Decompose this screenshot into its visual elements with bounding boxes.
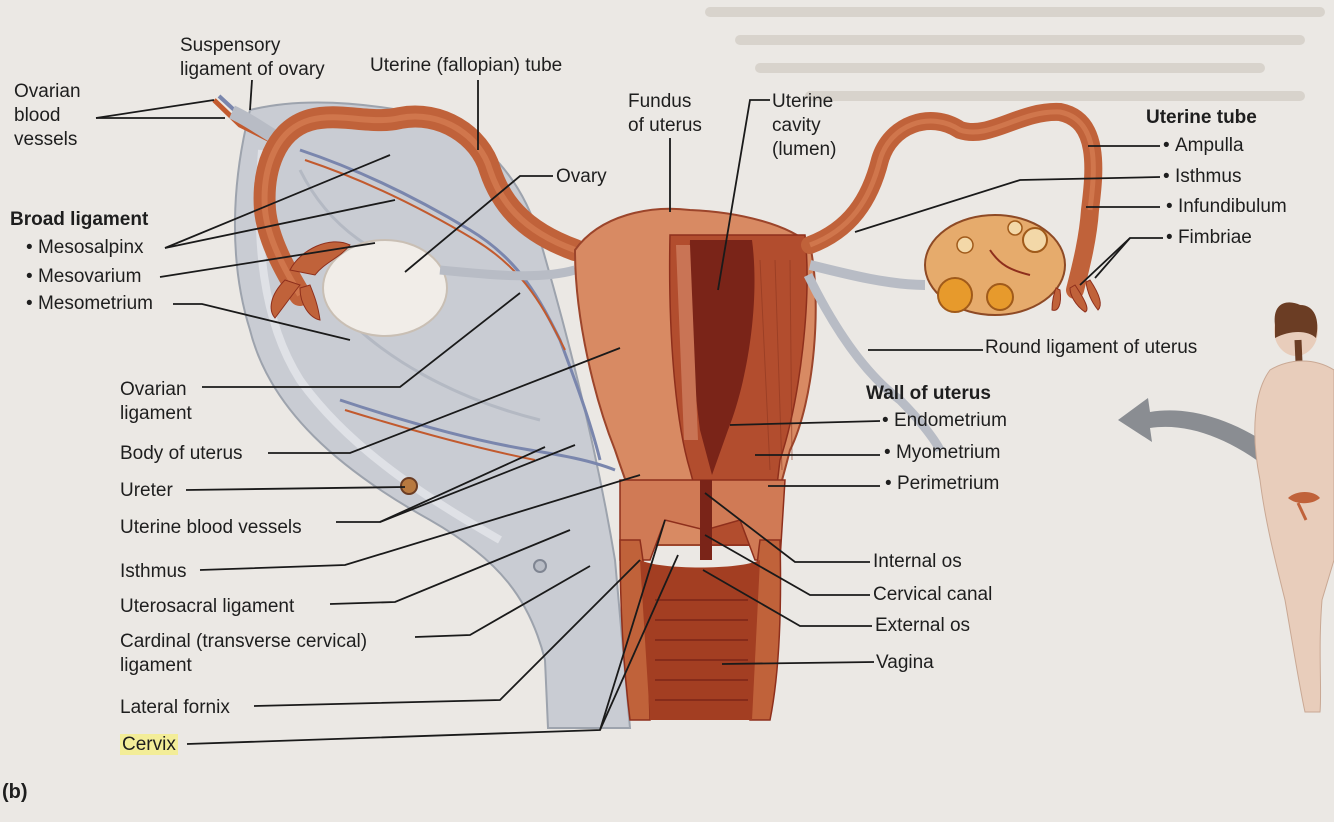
label-endometrium: Endometrium bbox=[882, 409, 1007, 433]
wall-of-uterus-heading: Wall of uterus bbox=[866, 383, 991, 404]
label-round-ligament: Round ligament of uterus bbox=[985, 337, 1198, 358]
orientation-arrow bbox=[1118, 398, 1290, 478]
label-cardinal-ligament: Cardinal (transverse cervical) ligament bbox=[120, 631, 368, 676]
label-mesovarium: Mesovarium bbox=[26, 265, 141, 289]
broad-ligament-heading: Broad ligament bbox=[10, 209, 149, 230]
left-ovary bbox=[322, 239, 448, 337]
leader-lines bbox=[95, 79, 1163, 745]
inset-figure bbox=[1118, 302, 1334, 713]
label-ureter: Ureter bbox=[120, 480, 173, 501]
uterine-cavity bbox=[689, 240, 755, 475]
label-vagina: Vagina bbox=[876, 652, 934, 673]
label-infundibulum: Infundibulum bbox=[1166, 195, 1287, 219]
label-mesosalpinx: Mesosalpinx bbox=[26, 236, 144, 260]
label-ovary: Ovary bbox=[556, 166, 607, 187]
label-fundus-of-uterus: Fundus of uterus bbox=[628, 91, 702, 136]
label-mesometrium: Mesometrium bbox=[26, 292, 153, 316]
label-cervix: Cervix bbox=[120, 734, 178, 755]
label-ovarian-ligament: Ovarian ligament bbox=[120, 379, 192, 424]
label-body-of-uterus: Body of uterus bbox=[120, 443, 243, 464]
right-fimbriae bbox=[1051, 279, 1101, 313]
uterine-tube-heading: Uterine tube bbox=[1146, 107, 1257, 128]
label-uterine-blood-vessels: Uterine blood vessels bbox=[120, 517, 302, 538]
label-lateral-fornix: Lateral fornix bbox=[120, 697, 230, 718]
label-suspensory-ligament: Suspensory ligament of ovary bbox=[180, 35, 325, 80]
label-uterine-tube-isthmus: Isthmus bbox=[1163, 165, 1242, 189]
label-perimetrium: Perimetrium bbox=[885, 472, 999, 496]
label-uterine-fallopian-tube: Uterine (fallopian) tube bbox=[370, 55, 563, 76]
faded-background-text bbox=[705, 7, 1325, 101]
panel-letter: (b) bbox=[2, 781, 28, 803]
label-fimbriae: Fimbriae bbox=[1166, 226, 1252, 250]
ureter bbox=[400, 477, 418, 495]
label-uterosacral-ligament: Uterosacral ligament bbox=[120, 596, 295, 617]
label-isthmus: Isthmus bbox=[120, 561, 187, 582]
label-myometrium: Myometrium bbox=[884, 441, 1001, 465]
label-cervical-canal: Cervical canal bbox=[873, 584, 993, 605]
label-uterine-cavity: Uterine cavity (lumen) bbox=[772, 91, 837, 160]
label-ovarian-blood-vessels: Ovarian blood vessels bbox=[14, 81, 81, 150]
label-external-os: External os bbox=[875, 615, 971, 636]
label-ampulla: Ampulla bbox=[1163, 134, 1244, 158]
label-internal-os: Internal os bbox=[873, 551, 962, 572]
round-ligament bbox=[803, 273, 945, 453]
